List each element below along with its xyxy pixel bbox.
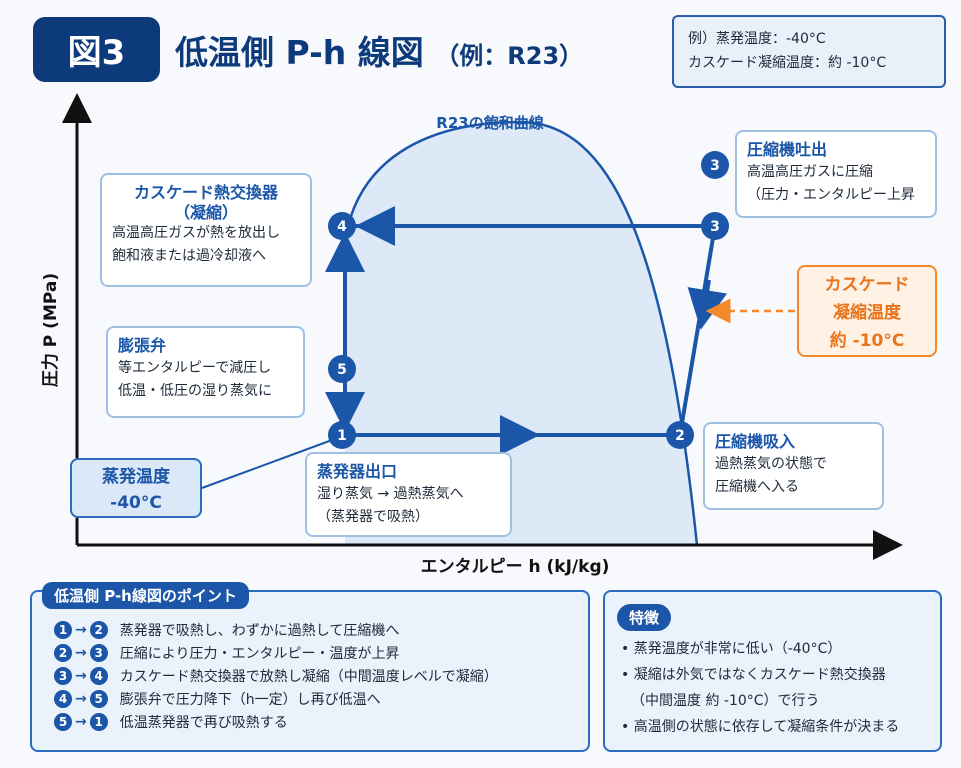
box-line: （圧力・エンタルピー上昇: [747, 187, 915, 203]
box-line: 低温・低圧の湿り蒸気に: [118, 383, 272, 399]
page-title: 低温側 P-h 線図 （例：R23）: [175, 26, 583, 74]
x-axis-label: エンタルピー h (kJ/kg): [421, 557, 610, 577]
point-3-label: 3: [710, 219, 720, 235]
point-4-marker: [328, 212, 356, 240]
box-line: （蒸発器で吸熱）: [317, 509, 429, 525]
point-2-label: 2: [675, 428, 685, 444]
title-main: 低温側 P-h 線図: [175, 33, 424, 72]
box-title: 蒸発器出口: [317, 462, 398, 481]
point-1-label: 1: [337, 428, 347, 444]
box-line: 湿り蒸気 → 過熱蒸気へ: [317, 486, 464, 502]
box-line: 凝縮温度: [833, 303, 901, 323]
condenser-box: カスケード熱交換器 （凝縮） 高温高圧ガスが熱を放出し 飽和液または過冷却液へ: [100, 173, 312, 287]
compressor-discharge-box: 圧縮機吐出 高温高圧ガスに圧縮 （圧力・エンタルピー上昇: [735, 130, 937, 218]
point-1-marker: [328, 421, 356, 449]
box-line: -40°C: [110, 493, 162, 513]
y-axis-label: 圧力 P (MPa): [40, 273, 61, 387]
box-title: 圧縮機吐出: [747, 140, 828, 159]
box-subtitle: （凝縮）: [173, 203, 238, 222]
path-2-3-arrow: [687, 279, 728, 330]
curve-label: R23の飽和曲線: [436, 114, 543, 132]
path-2-3: [678, 225, 717, 436]
box-line: 圧縮機へ入る: [715, 479, 799, 495]
box-title: 膨張弁: [118, 336, 167, 355]
expansion-valve-box: 膨張弁 等エンタルピーで減圧し 低温・低圧の湿り蒸気に: [106, 326, 305, 418]
point-5-label: 5: [337, 362, 347, 378]
features-panel: 特徴 • 蒸発温度が非常に低い（-40°C） • 凝縮は外気ではなくカスケード熱…: [603, 590, 942, 752]
cascade-condensing-temp-box: カスケード 凝縮温度 約 -10°C: [797, 265, 937, 357]
evap-temp-pointer: [201, 439, 333, 489]
feature-item: • 蒸発温度が非常に低い（-40°C）: [621, 641, 842, 657]
compressor-suction-box: 圧縮機吸入 過熱蒸気の状態で 圧縮機へ入る: [703, 422, 884, 510]
feature-item: （中間温度 約 -10°C）で行う: [631, 693, 820, 709]
box-line: 飽和液または過冷却液へ: [112, 248, 266, 264]
box-line: 高温高圧ガスが熱を放出し: [112, 225, 280, 241]
feature-item: • 高温側の状態に依存して凝縮条件が決まる: [621, 719, 900, 735]
info-line: カスケード凝縮温度：約 -10°C: [688, 55, 887, 71]
info-line: 例）蒸発温度：-40°C: [688, 31, 826, 47]
point-5-marker: [328, 355, 356, 383]
point-2-marker: [666, 421, 694, 449]
example-info-box: 例）蒸発温度：-40°C カスケード凝縮温度：約 -10°C: [672, 15, 946, 88]
box-title: 圧縮機吸入: [715, 432, 796, 451]
point-3-marker: [701, 212, 729, 240]
points-panel-title: 低温側 P-h線図のポイント: [42, 582, 249, 609]
point-4-label: 4: [337, 219, 347, 235]
box-line: 約 -10°C: [829, 331, 905, 351]
features-panel-title: 特徴: [617, 604, 672, 631]
box-line: 等エンタルピーで減圧し: [118, 360, 272, 376]
figure-label: 図3: [33, 17, 160, 82]
title-sub: （例：R23）: [435, 42, 584, 70]
discharge-num: 3: [710, 158, 720, 174]
feature-item: • 凝縮は外気ではなくカスケード熱交換器: [621, 667, 886, 683]
evaporator-outlet-box: 蒸発器出口 湿り蒸気 → 過熱蒸気へ （蒸発器で吸熱）: [305, 452, 512, 537]
saturation-curve: [343, 120, 699, 546]
box-line: カスケード: [824, 275, 910, 295]
box-line: 高温高圧ガスに圧縮: [747, 164, 873, 180]
box-title: カスケード熱交換器: [133, 183, 278, 202]
discharge-marker: [701, 151, 729, 179]
evaporation-temp-box: 蒸発温度 -40°C: [70, 458, 202, 518]
box-line: 過熱蒸気の状態で: [715, 456, 827, 472]
box-line: 蒸発温度: [102, 467, 170, 487]
